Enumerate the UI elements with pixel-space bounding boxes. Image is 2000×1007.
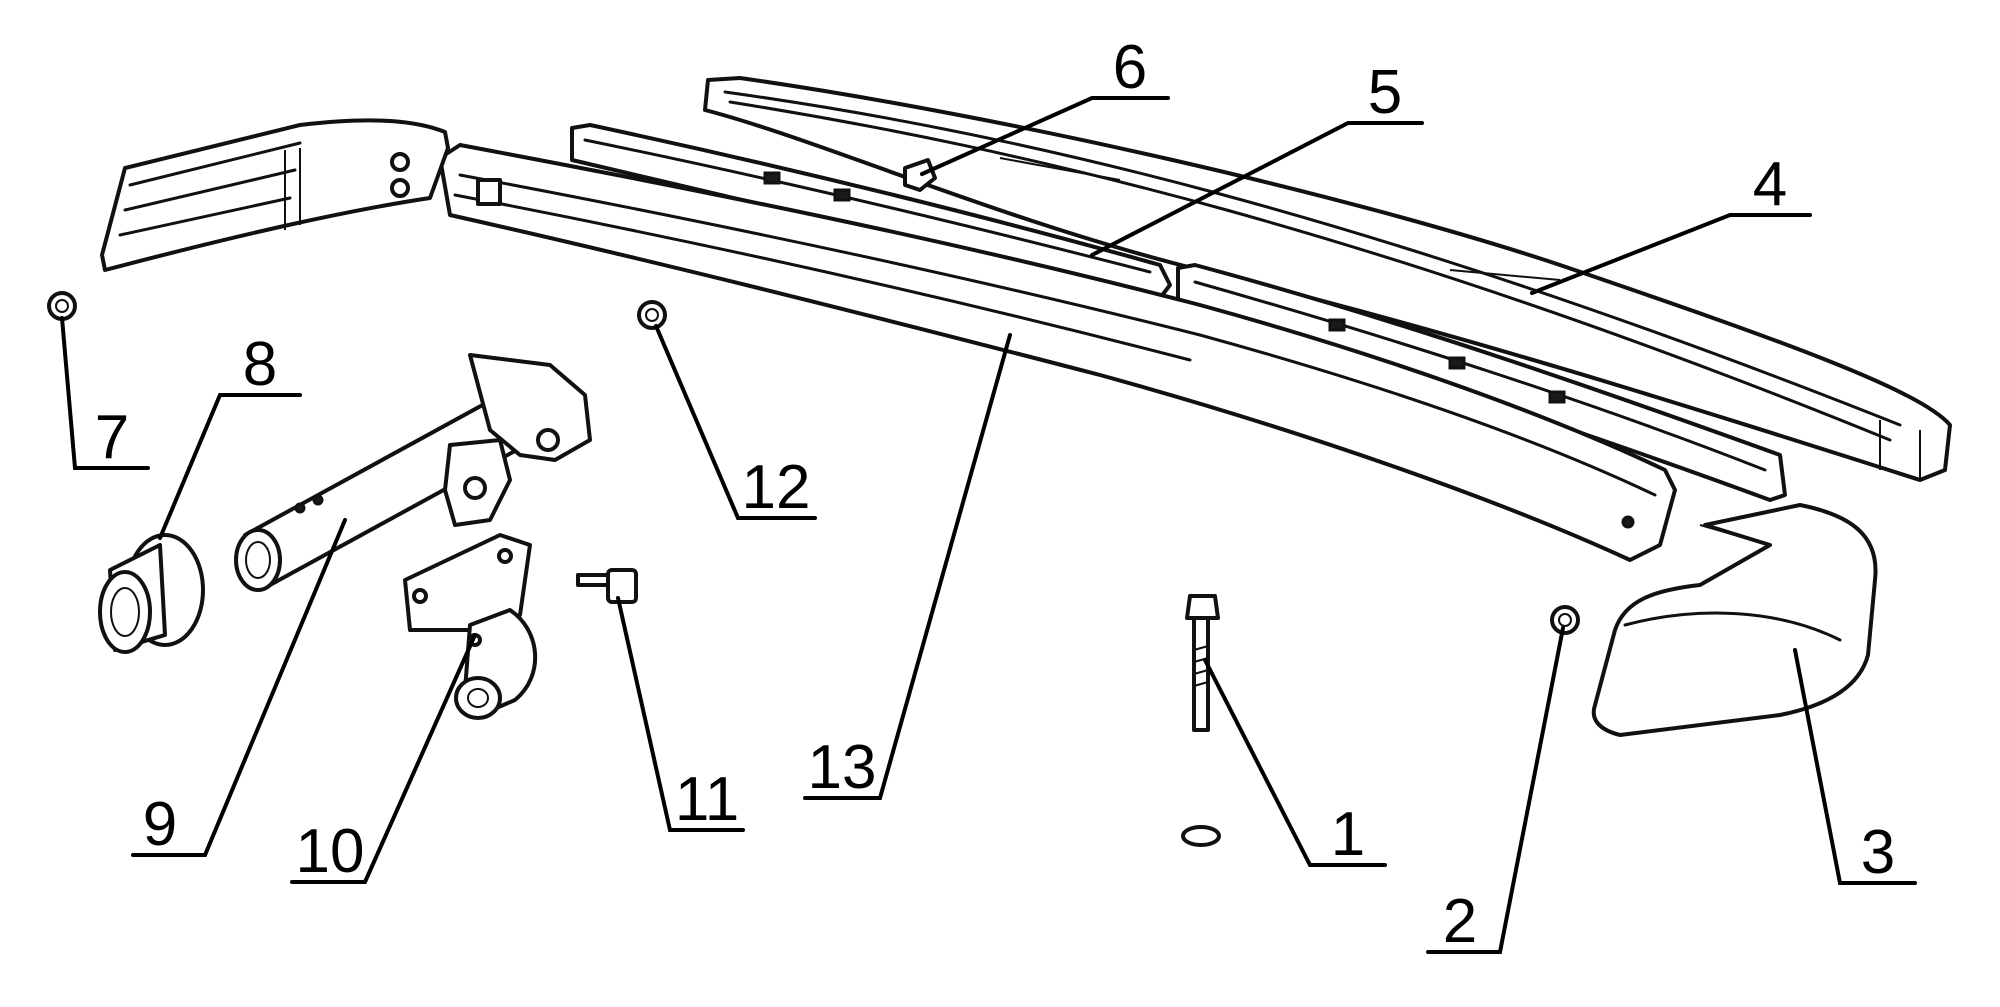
leader-10 <box>290 633 477 884</box>
leader-lines <box>60 96 1917 954</box>
leader-13 <box>803 333 1012 800</box>
part-13-bumper-beam <box>438 143 1677 562</box>
leader-4 <box>1530 213 1812 295</box>
leader-7 <box>60 316 150 470</box>
leader-9 <box>131 518 347 857</box>
callout-10: 10 <box>296 817 365 886</box>
leader-2 <box>1426 626 1565 954</box>
callout-3: 3 <box>1861 818 1895 887</box>
part-12-nut <box>637 300 667 330</box>
callout-6: 6 <box>1113 33 1147 102</box>
leader-1 <box>1203 658 1387 867</box>
callout-2: 2 <box>1443 887 1477 956</box>
leader-6 <box>920 96 1170 176</box>
part-7-nut <box>47 291 77 321</box>
part-3-right-end-cap <box>1591 503 1878 737</box>
leader-5 <box>1090 121 1424 257</box>
part-6-clip <box>903 158 937 192</box>
leader-3 <box>1793 648 1917 885</box>
callout-4: 4 <box>1753 150 1787 219</box>
leader-12 <box>654 324 817 520</box>
part-2-nut <box>1550 605 1580 635</box>
callout-5: 5 <box>1368 58 1402 127</box>
callout-11: 11 <box>675 765 739 834</box>
part-5-middle-strip <box>570 123 1787 502</box>
left-end-cap <box>100 118 450 272</box>
part-9-mounting-tube <box>234 353 592 592</box>
callout-13: 13 <box>808 733 877 802</box>
callout-1: 1 <box>1331 800 1365 869</box>
callout-7: 7 <box>95 403 129 472</box>
callout-8: 8 <box>243 330 277 399</box>
part-11-bolt <box>576 568 638 604</box>
part-1-bolt-and-washer <box>1181 594 1221 847</box>
part-10-bracket <box>403 533 538 720</box>
part-8-flanged-bushing <box>98 533 205 654</box>
leader-8 <box>158 393 302 540</box>
callout-labels: 1 2 3 4 5 6 7 8 9 10 11 12 13 <box>95 33 1895 956</box>
callout-12: 12 <box>742 453 811 522</box>
leader-11 <box>616 596 745 832</box>
callout-9: 9 <box>143 790 177 859</box>
